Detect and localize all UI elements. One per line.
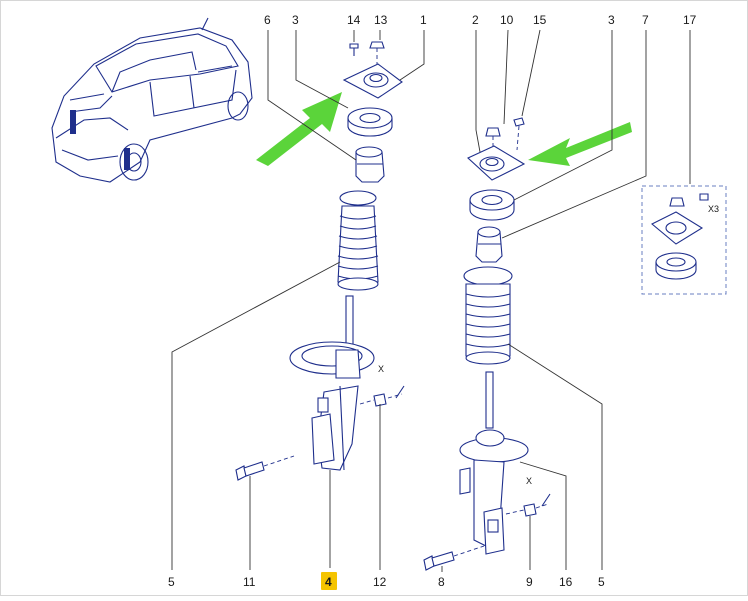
right-highlight-arrow-icon: [528, 122, 632, 166]
right-mount-bolt[interactable]: [513, 117, 525, 151]
callout-12[interactable]: 12: [373, 575, 387, 589]
left-strut-bearing[interactable]: [347, 107, 393, 137]
left-clamp-nut[interactable]: [359, 385, 405, 407]
callout-4-highlighted[interactable]: 4: [321, 572, 337, 590]
callout-numbers: 6 3 14 13 1 2 10 15 3 7 17 5 11 4 12 8 9…: [168, 13, 697, 590]
right-clamp-nut[interactable]: [505, 493, 551, 517]
callout-3-left[interactable]: 3: [292, 13, 299, 27]
leader-lines: [171, 29, 691, 572]
callout-8[interactable]: 8: [438, 575, 445, 589]
left-strut-assembly: X: [235, 41, 405, 481]
callout-14[interactable]: 14: [347, 13, 361, 27]
left-shock-absorber[interactable]: [289, 295, 375, 471]
right-strut-assembly: X: [423, 117, 551, 571]
left-dust-boot[interactable]: [337, 190, 379, 291]
callout-2[interactable]: 2: [472, 13, 479, 27]
right-x-mark: X: [526, 476, 532, 486]
left-top-mount-plate[interactable]: [342, 63, 403, 99]
callout-6[interactable]: 6: [264, 13, 271, 27]
callout-16[interactable]: 16: [559, 575, 573, 589]
left-clamp-bolt[interactable]: [235, 455, 295, 481]
left-x-mark: X: [378, 364, 384, 374]
kit-quantity-label: X3: [708, 204, 719, 214]
vehicle-location-illustration: [51, 17, 253, 183]
callout-4: 4: [325, 575, 332, 589]
repair-kit-box[interactable]: X3: [641, 185, 727, 295]
left-highlight-arrow-icon: [256, 92, 342, 166]
callout-5-right[interactable]: 5: [598, 575, 605, 589]
left-bump-stop[interactable]: [355, 146, 385, 183]
right-bump-stop[interactable]: [475, 226, 503, 263]
right-clamp-bolt[interactable]: [423, 545, 485, 571]
callout-7[interactable]: 7: [642, 13, 649, 27]
callout-11[interactable]: 11: [243, 575, 256, 589]
right-top-mount-plate[interactable]: [467, 145, 526, 181]
callout-9[interactable]: 9: [526, 575, 533, 589]
callout-17[interactable]: 17: [683, 13, 697, 27]
right-strut-bearing[interactable]: [469, 189, 515, 221]
callout-3-right[interactable]: 3: [608, 13, 615, 27]
left-mount-bolt[interactable]: [349, 43, 359, 56]
right-dust-boot[interactable]: [463, 266, 513, 365]
callout-13[interactable]: 13: [374, 13, 388, 27]
right-shock-absorber[interactable]: [459, 371, 529, 555]
callout-15[interactable]: 15: [533, 13, 547, 27]
callout-5-left[interactable]: 5: [168, 575, 175, 589]
callout-10[interactable]: 10: [500, 13, 514, 27]
callout-1[interactable]: 1: [420, 13, 427, 27]
left-mount-nut[interactable]: [369, 41, 385, 64]
right-mount-nut[interactable]: [485, 127, 501, 146]
